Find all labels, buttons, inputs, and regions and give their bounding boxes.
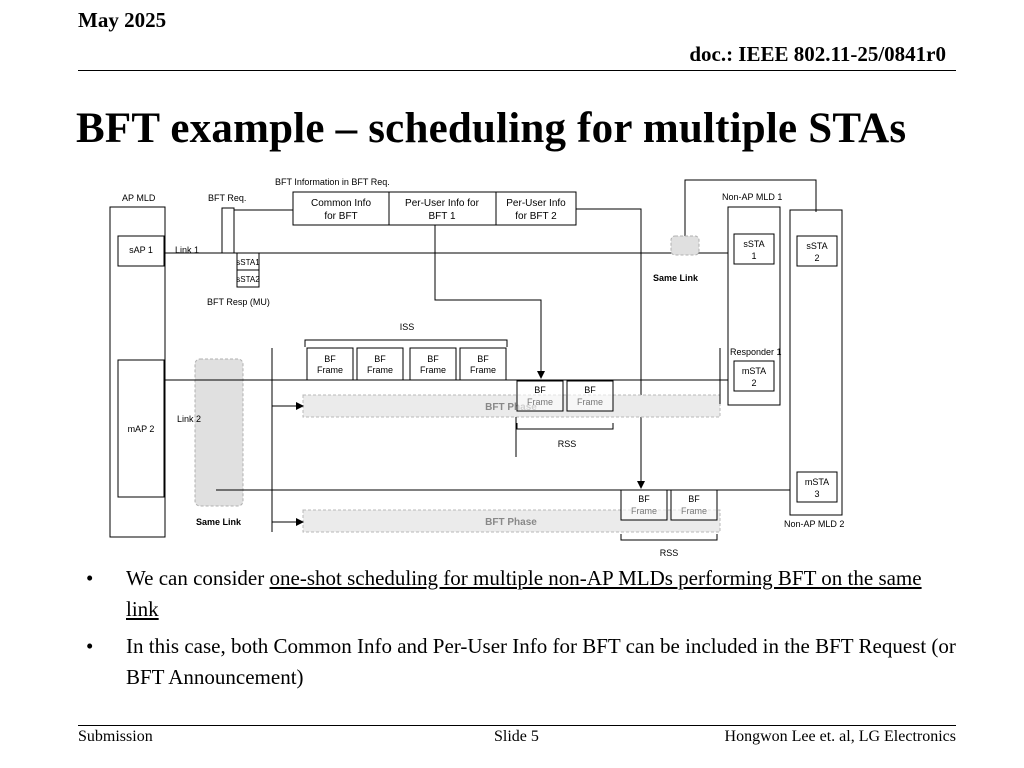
msta2-line1: mSTA [742, 366, 766, 376]
ssta1-box [733, 233, 775, 265]
bft-resp-ssta2 [236, 269, 260, 288]
footer-submission: Submission [78, 728, 153, 745]
common-info-line1: Common Info [311, 198, 371, 209]
bullet-2-text: In this case, both Common Info and Per-U… [126, 634, 956, 689]
iss-bf-4-bottom: Frame [470, 365, 496, 375]
rss1-bf-1-top: BF [534, 385, 546, 395]
per-user2-line1: Per-User Info [506, 198, 566, 209]
same-link-highlight-sta [670, 235, 700, 256]
ssta2-small-label: sSTA2 [236, 275, 260, 284]
iss-bf-frame-2 [356, 347, 404, 381]
iss-bf-1-top: BF [324, 354, 336, 364]
per-user2-arrow [576, 208, 645, 489]
iss-bf-3-top: BF [427, 354, 439, 364]
header-rule [78, 70, 956, 71]
per-user1-line2: BFT 1 [428, 211, 455, 222]
iss-bf-3-bottom: Frame [420, 365, 446, 375]
rss1-bf-1-bottom: Frame [527, 397, 553, 407]
header-doc-id: doc.: IEEE 802.11-25/0841r0 [689, 42, 946, 66]
sap1-label: sAP 1 [129, 245, 153, 255]
rss1-label: RSS [558, 439, 577, 449]
same-link-label-ap: Same Link [196, 517, 242, 527]
bft-info-label: BFT Information in BFT Req. [275, 177, 390, 187]
map2-label: mAP 2 [128, 424, 155, 434]
footer-slide-number: Slide 5 [494, 728, 539, 745]
sap1-box [117, 235, 165, 267]
header-date: May 2025 [78, 8, 167, 32]
link1-label: Link 1 [175, 245, 199, 255]
map2-box [117, 359, 165, 498]
rss1-bf-2-bottom: Frame [577, 397, 603, 407]
rss1-brace [516, 423, 614, 430]
per-user2-line2: for BFT 2 [515, 211, 557, 222]
ssta1-line2: 1 [751, 251, 756, 261]
bullet-marker: • [86, 566, 94, 590]
rss1-bf-frame-1 [516, 380, 564, 412]
iss-bf-frame-3 [409, 347, 457, 381]
bullet-1-text: We can consider [126, 566, 270, 590]
ap-mld-label: AP MLD [122, 193, 156, 203]
msta3-line2: 3 [814, 489, 819, 499]
iss-brace [304, 339, 508, 347]
non-ap-mld1-bracket [684, 179, 817, 253]
ssta1-line1: sSTA [743, 239, 764, 249]
bullet-item-2: • In this case, both Common Info and Per… [86, 631, 956, 693]
bft-req-frame [221, 207, 235, 254]
non-ap-mld2-label: Non-AP MLD 2 [784, 519, 844, 529]
bft-req-label: BFT Req. [208, 193, 246, 203]
ssta1-small-label: sSTA1 [236, 258, 260, 267]
rss2-bf-2-top: BF [688, 494, 700, 504]
rss2-bf-1-bottom: Frame [631, 506, 657, 516]
rss2-bf-frame-1 [620, 489, 668, 521]
ssta2-box [796, 235, 838, 267]
iss-bf-2-bottom: Frame [367, 365, 393, 375]
link2-label: Link 2 [177, 414, 201, 424]
rss2-brace [620, 534, 718, 541]
per-user1-line1: Per-User Info for [405, 198, 480, 209]
iss-bf-1-bottom: Frame [317, 365, 343, 375]
iss-bf-2-top: BF [374, 354, 386, 364]
same-link-label-sta: Same Link [653, 273, 699, 283]
bft-phase-1-label: BFT Phase [485, 402, 537, 413]
same-link-highlight-ap [194, 358, 244, 507]
bullet-item-1: • We can consider one-shot scheduling fo… [86, 563, 956, 625]
bullet-1-underlined: one-shot scheduling for multiple non-AP … [126, 566, 922, 621]
footer-rule [78, 725, 956, 726]
rss2-bf-frame-2 [670, 489, 718, 521]
iss-bf-4-top: BF [477, 354, 489, 364]
footer-author: Hongwon Lee et. al, LG Electronics [724, 728, 956, 745]
non-ap-mld1-label: Non-AP MLD 1 [722, 192, 782, 202]
msta2-box [733, 360, 775, 392]
rss2-label: RSS [660, 548, 679, 558]
non-ap-mld1-box [727, 206, 781, 406]
bft-resp-label: BFT Resp (MU) [207, 297, 270, 307]
rss1-bf-frame-2 [566, 380, 614, 412]
rss2-bf-2-bottom: Frame [681, 506, 707, 516]
non-ap-mld2-box [789, 209, 843, 516]
iss-bf-frame-4 [459, 347, 507, 381]
msta3-line1: mSTA [805, 477, 829, 487]
iss-label: ISS [400, 322, 415, 332]
ap-mld-box [109, 206, 166, 538]
slide-title: BFT example – scheduling for multiple ST… [76, 105, 907, 152]
iss-bf-frame-1 [306, 347, 354, 381]
responder1-label: Responder 1 [730, 347, 782, 357]
ssta2-line1: sSTA [806, 241, 827, 251]
rss1-bf-2-top: BF [584, 385, 596, 395]
bft-phase-2-label: BFT Phase [485, 517, 537, 528]
msta2-line2: 2 [751, 378, 756, 388]
per-user1-arrow [434, 225, 545, 379]
bullet-list: • We can consider one-shot scheduling fo… [86, 563, 956, 699]
msta3-box [796, 471, 838, 503]
rss2-bf-1-top: BF [638, 494, 650, 504]
bft-scheduling-diagram: AP MLD sAP 1 mAP 2 Link 1 BFT Req. BFT I… [100, 172, 860, 564]
common-info-line2: for BFT [324, 211, 357, 222]
bullet-marker: • [86, 634, 94, 658]
ssta2-line2: 2 [814, 253, 819, 263]
